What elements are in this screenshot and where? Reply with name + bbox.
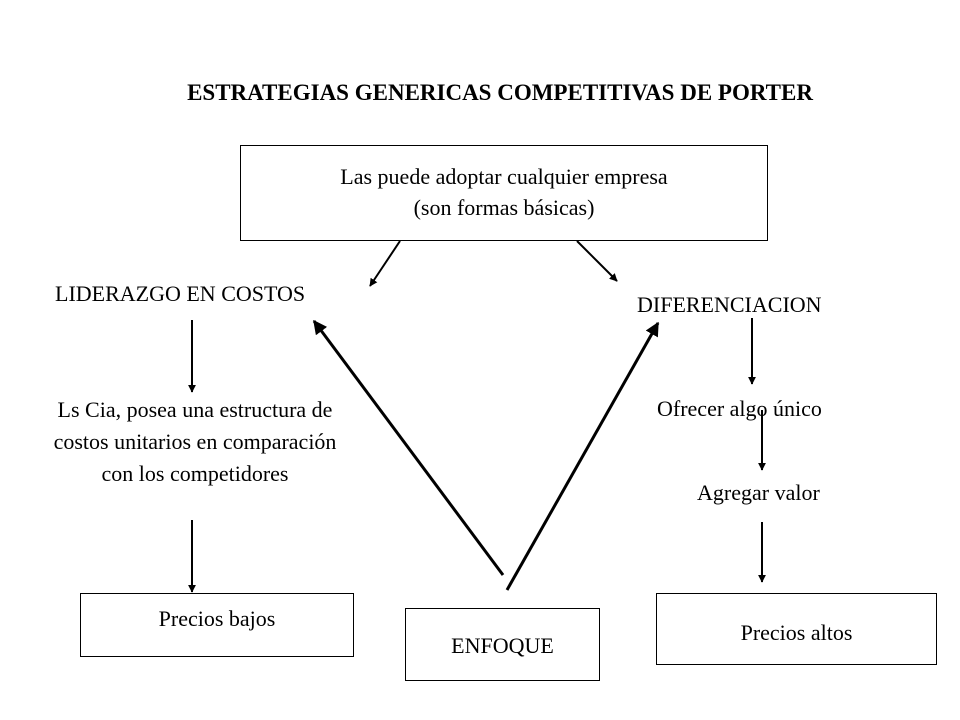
- left-branch-heading: LIDERAZGO EN COSTOS: [55, 281, 306, 306]
- top-box-line1: Las puede adoptar cualquier empresa: [340, 164, 668, 190]
- diagram-title: ESTRATEGIAS GENERICAS COMPETITIVAS DE PO…: [187, 80, 813, 105]
- arrow-enfoque-to-right: [505, 321, 660, 591]
- left-result-label: Precios bajos: [158, 605, 276, 631]
- top-box: Las puede adoptar cualquier empresa (son…: [240, 145, 768, 241]
- right-result-label: Precios altos: [740, 619, 853, 645]
- enfoque-box: ENFOQUE: [405, 608, 600, 681]
- left-branch-description: Ls Cia, posea una estructura de costos u…: [53, 397, 337, 486]
- top-box-line2: (son formas básicas): [413, 195, 595, 220]
- right-branch-step2: Agregar valor: [697, 480, 820, 505]
- left-result-box: Precios bajos: [80, 593, 354, 657]
- right-branch-heading: DIFERENCIACION: [637, 292, 822, 317]
- right-result-box: Precios altos: [656, 593, 937, 665]
- right-branch-step1: Ofrecer algo único: [657, 396, 822, 421]
- arrow-enfoque-to-left: [312, 319, 505, 576]
- arrow-top-to-right: [576, 240, 618, 282]
- arrow-top-to-left: [369, 240, 401, 287]
- enfoque-label: ENFOQUE: [451, 633, 554, 659]
